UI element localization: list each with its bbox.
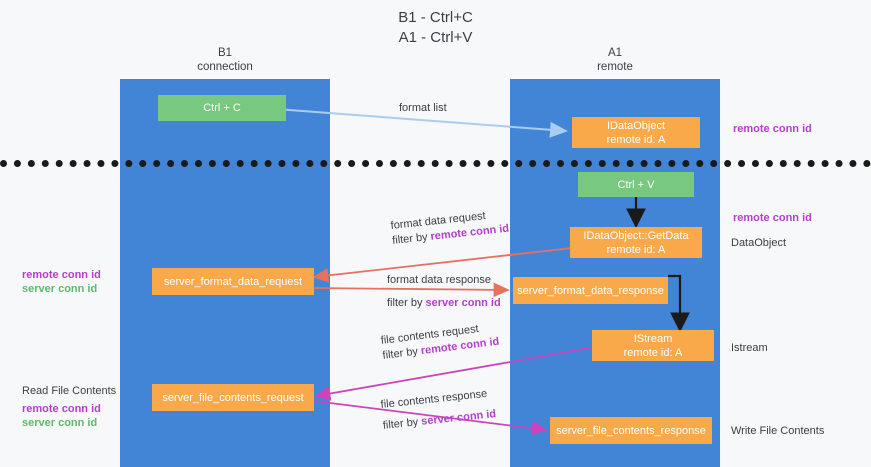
flow-format-data-response-prefix: filter by — [387, 297, 426, 309]
column-header-a1: A1 remote — [535, 46, 695, 74]
node-istream[interactable]: IStream remote id: A — [592, 330, 714, 361]
node-server-file-contents-request[interactable]: server_file_contents_request — [152, 384, 314, 411]
label-left-remote-conn-id-low: remote conn id — [22, 403, 101, 415]
node-ctrl-v[interactable]: Ctrl + V — [578, 172, 694, 197]
node-server-format-data-response-label: server_format_data_response — [517, 284, 664, 297]
node-ctrl-c[interactable]: Ctrl + C — [158, 95, 286, 121]
flow-format-data-response-line1: format data response — [387, 274, 491, 286]
node-server-file-contents-request-label: server_file_contents_request — [162, 391, 304, 404]
column-header-b1-name: B1 — [217, 47, 233, 59]
node-server-file-contents-response[interactable]: server_file_contents_response — [550, 417, 712, 444]
column-header-b1: B1 connection — [145, 46, 305, 74]
label-left-remote-conn-id-mid: remote conn id — [22, 269, 101, 281]
arrow-file-contents-response — [313, 400, 548, 436]
phase-divider — [0, 160, 871, 167]
label-remote-conn-id-top: remote conn id — [733, 123, 812, 135]
label-dataobject: DataObject — [731, 237, 787, 249]
label-remote-conn-id-mid: remote conn id — [733, 212, 812, 224]
page-title: B1 - Ctrl+C A1 - Ctrl+V — [0, 8, 871, 48]
node-server-format-data-request[interactable]: server_format_data_request — [152, 268, 314, 295]
node-istream-line2: remote id: A — [623, 346, 683, 359]
node-getdata-line1: IDataObject::GetData — [583, 229, 689, 242]
node-idataobject[interactable]: IDataObject remote id: A — [572, 117, 700, 148]
flow-format-data-response-key: server conn id — [425, 297, 501, 309]
node-idataobject-line1: IDataObject — [606, 119, 666, 132]
node-ctrl-v-label: Ctrl + V — [617, 178, 655, 191]
node-istream-line1: IStream — [633, 332, 673, 345]
flow-file-contents-request-prefix: filter by — [381, 345, 422, 362]
label-read-file-contents: Read File Contents — [22, 385, 117, 397]
node-server-format-data-request-label: server_format_data_request — [163, 275, 303, 288]
node-server-format-data-response[interactable]: server_format_data_response — [513, 277, 668, 304]
flow-label-format-data-response: format data response filter by server co… — [387, 273, 501, 311]
flow-label-format-list-text: format list — [399, 102, 447, 114]
label-left-server-conn-id-low: server conn id — [22, 417, 98, 429]
flow-file-contents-response-prefix: filter by — [382, 415, 422, 432]
label-left-server-conn-id-mid: server conn id — [22, 283, 98, 295]
arrow-format-data-request — [312, 247, 573, 283]
node-server-file-contents-response-label: server_file_contents_response — [556, 424, 706, 437]
arrow-format-data-response — [311, 282, 510, 298]
arrow-format-list — [275, 108, 568, 138]
column-header-a1-sub: remote — [597, 61, 633, 73]
label-istream: Istream — [731, 342, 768, 354]
title-line-1: B1 - Ctrl+C — [398, 9, 473, 26]
column-header-a1-name: A1 — [607, 47, 623, 59]
label-write-file-contents: Write File Contents — [731, 425, 825, 437]
node-ctrl-c-label: Ctrl + C — [203, 102, 241, 114]
title-line-2: A1 - Ctrl+V — [398, 29, 473, 46]
node-getdata[interactable]: IDataObject::GetData remote id: A — [570, 227, 702, 258]
column-header-b1-sub: connection — [197, 61, 253, 73]
arrow-file-contents-request — [314, 347, 591, 401]
node-getdata-line2: remote id: A — [606, 243, 666, 256]
arrow-response-istream — [668, 274, 690, 333]
node-idataobject-line2: remote id: A — [606, 133, 666, 146]
flow-format-data-request-prefix: filter by — [391, 230, 432, 247]
flow-label-format-list: format list — [399, 101, 447, 116]
